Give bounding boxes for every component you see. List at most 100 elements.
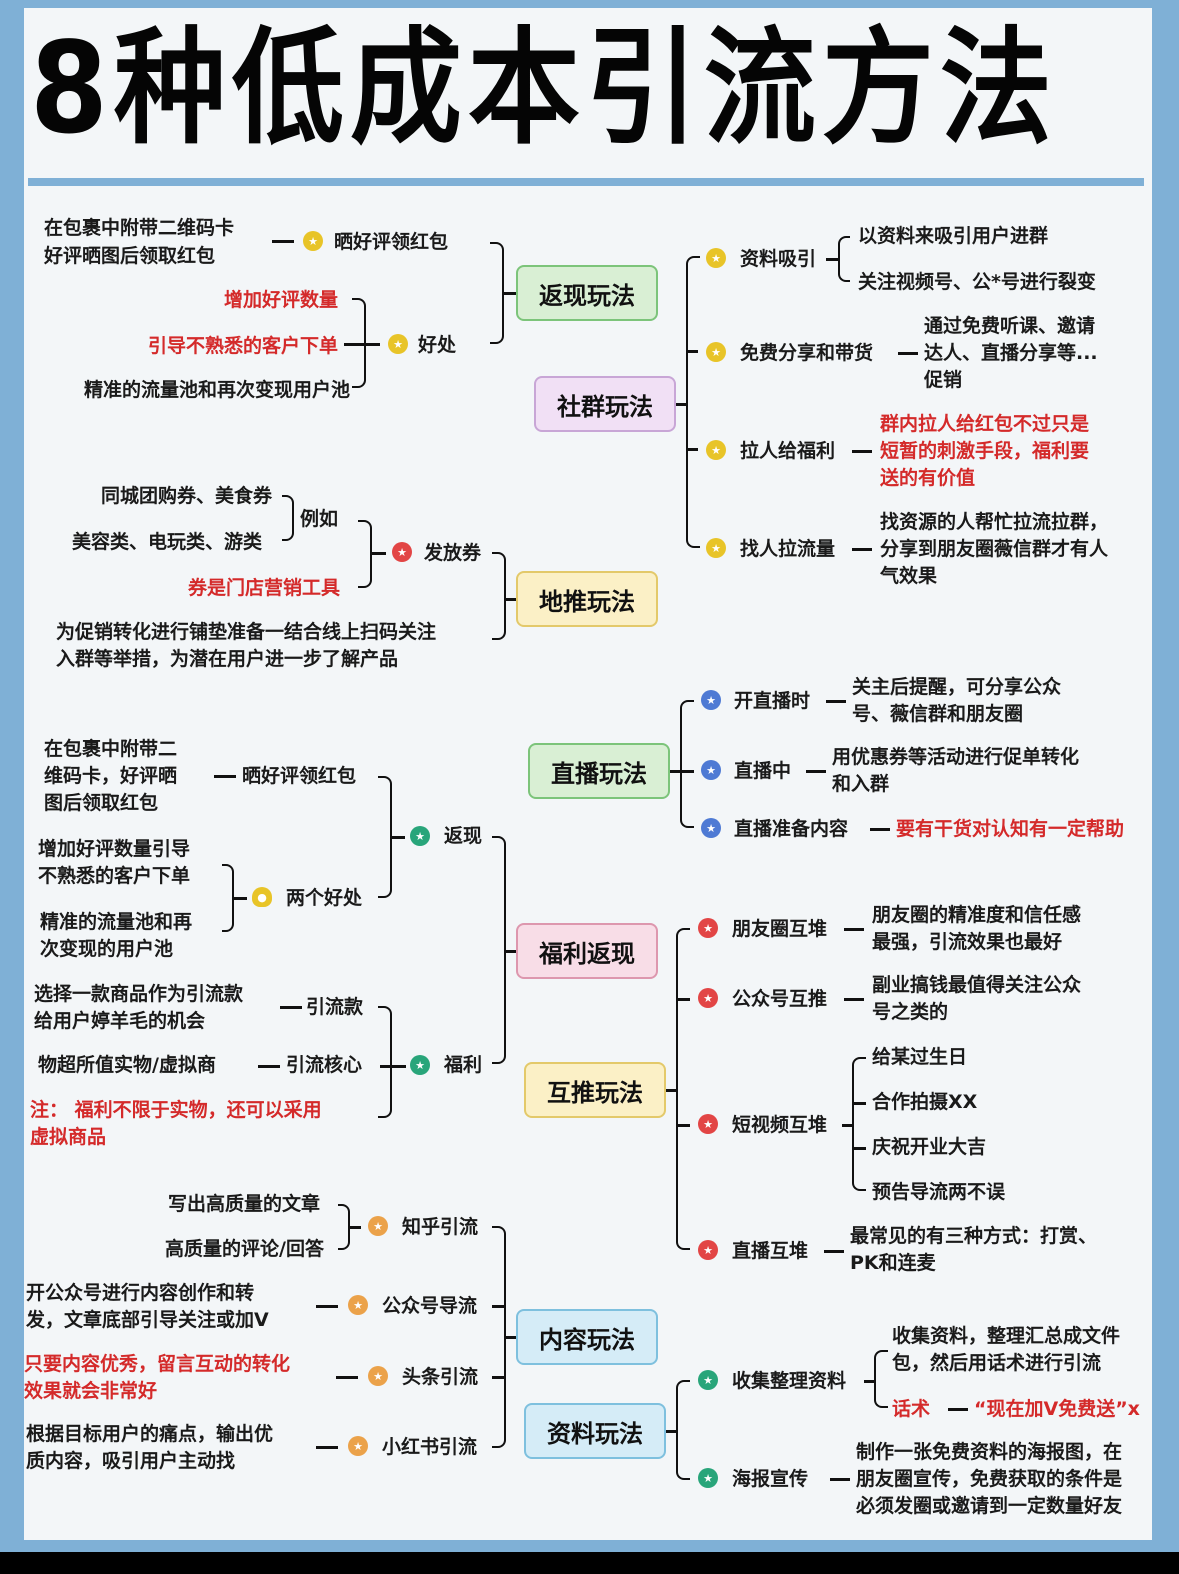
bracket — [838, 236, 850, 282]
category-fanxian[interactable]: 返现玩法 — [516, 265, 658, 321]
hutui-dsp-item-4: 预告导流两不误 — [872, 1181, 1006, 1203]
connector — [670, 770, 682, 773]
fuli-shai-detail-1: 在包裹中附带二 — [44, 738, 178, 760]
star-icon: ★ — [706, 248, 726, 268]
star-icon: ★ — [706, 440, 726, 460]
ziliao-shouji-detail-2: 包，然后用话术进行引流 — [892, 1352, 1102, 1374]
ziliao-shouji-label: 收集整理资料 — [732, 1370, 847, 1392]
neirong-toutiao-detail-1: 只要内容优秀，留言互动的转化 — [24, 1353, 291, 1375]
category-ditui[interactable]: 地推玩法 — [516, 571, 658, 627]
ditui-liru: 例如 — [300, 508, 339, 530]
shequn-ziliao-item-2: 关注视频号、公*号进行裂变 — [858, 271, 1096, 293]
connector — [280, 1006, 302, 1009]
connector — [503, 292, 517, 295]
hutui-pyq-label: 朋友圈互堆 — [732, 918, 828, 940]
fanxian-shai-detail-1: 在包裹中附带二维码卡 — [44, 217, 235, 239]
shequn-laren-label: 拉人给福利 — [740, 440, 836, 462]
connector — [852, 1147, 866, 1150]
neirong-gzh-detail-1: 开公众号进行内容创作和转 — [26, 1282, 255, 1304]
hutui-zb-detail-1: 最常见的有三种方式：打赏、 — [850, 1225, 1098, 1247]
shequn-fenxiang-detail-3: 促销 — [924, 369, 963, 391]
ziliao-haibao-label: 海报宣传 — [732, 1468, 809, 1490]
bracket — [378, 776, 392, 898]
fuli-yinliukuan-label: 引流款 — [306, 996, 364, 1018]
connector — [676, 998, 690, 1001]
ziliao-shouji-detail-1: 收集资料，整理汇总成文件 — [892, 1325, 1121, 1347]
category-fuli[interactable]: 福利返现 — [516, 923, 658, 979]
connector — [826, 258, 838, 261]
fuli-haochu-item-1a: 增加好评数量引导 — [38, 838, 191, 860]
fuli-shai-label: 晒好评领红包 — [242, 765, 357, 787]
ziliao-huashu-label: 话术 — [892, 1398, 931, 1420]
star-icon: ★ — [698, 1114, 718, 1134]
connector — [844, 928, 864, 931]
fuli-shai-detail-2: 维码卡，好评晒 — [44, 765, 178, 787]
ziliao-haibao-detail-1: 制作一张免费资料的海报图，在 — [856, 1441, 1123, 1463]
star-icon: ★ — [410, 826, 430, 846]
connector — [686, 448, 698, 451]
connector — [316, 1446, 338, 1449]
bracket — [874, 1350, 888, 1408]
connector — [344, 343, 380, 346]
connector — [258, 1065, 280, 1068]
shequn-fenxiang-label: 免费分享和带货 — [740, 342, 874, 364]
connector — [492, 1305, 506, 1308]
fuli-shai-detail-3: 图后领取红包 — [44, 792, 159, 814]
connector — [505, 598, 517, 601]
neirong-gzh-label: 公众号导流 — [382, 1295, 478, 1317]
fuli-note-1: 注： 福利不限于实物，还可以采用 — [30, 1099, 322, 1121]
category-ziliao[interactable]: 资料玩法 — [524, 1403, 666, 1459]
fuli-haochu-item-2b: 次变现的用户池 — [40, 938, 174, 960]
star-icon: ★ — [698, 918, 718, 938]
star-icon: ★ — [388, 334, 408, 354]
neirong-toutiao-label: 头条引流 — [402, 1366, 479, 1388]
hutui-dsp-label: 短视频互堆 — [732, 1114, 828, 1136]
shequn-ziliao-label: 资料吸引 — [740, 248, 817, 270]
star-icon: ★ — [368, 1366, 388, 1386]
hutui-pyq-detail-2: 最强，引流效果也最好 — [872, 931, 1063, 953]
zhibo-zhunbei-detail: 要有干货对认知有一定帮助 — [896, 818, 1125, 840]
fuli-note-2: 虚拟商品 — [30, 1126, 107, 1148]
connector — [676, 1124, 690, 1127]
connector — [492, 1376, 506, 1379]
star-icon: ★ — [706, 538, 726, 558]
category-zhibo[interactable]: 直播玩法 — [528, 743, 670, 799]
zhibo-kai-label: 开直播时 — [734, 690, 811, 712]
connector — [686, 350, 698, 353]
star-icon: ★ — [698, 1370, 718, 1390]
category-hutui[interactable]: 互推玩法 — [524, 1062, 666, 1118]
connector — [233, 897, 247, 900]
connector — [826, 700, 846, 703]
connector — [806, 770, 826, 773]
bracket — [282, 495, 294, 541]
connector — [824, 1250, 844, 1253]
fuli-hexin-detail: 物超所值实物/虚拟商 — [38, 1054, 216, 1076]
fanxian-shai-detail-2: 好评晒图后领取红包 — [44, 245, 216, 267]
fanxian-haochu-item-1: 增加好评数量 — [223, 289, 338, 311]
title-divider — [28, 178, 1144, 186]
fanxian-haochu-item-3: 精准的流量池和再次变现用户池 — [83, 379, 350, 401]
star-icon: ★ — [698, 1240, 718, 1260]
hutui-dsp-item-3: 庆祝开业大吉 — [872, 1136, 987, 1158]
star-icon: ★ — [303, 231, 323, 251]
hutui-gzh-label: 公众号互推 — [732, 988, 828, 1010]
shequn-zhaoren-label: 找人拉流量 — [740, 538, 836, 560]
ditui-example-1: 同城团购券、美食券 — [100, 485, 272, 507]
category-neirong[interactable]: 内容玩法 — [516, 1309, 658, 1365]
connector — [505, 1336, 517, 1339]
star-icon: ★ — [348, 1436, 368, 1456]
zhibo-zhong-detail-2: 和入群 — [832, 773, 890, 795]
zhibo-zhong-detail-1: 用优惠券等活动进行促单转化 — [832, 746, 1080, 768]
category-shequn[interactable]: 社群玩法 — [534, 376, 676, 432]
bracket — [492, 552, 506, 640]
neirong-zhihu-label: 知乎引流 — [402, 1216, 479, 1238]
connector — [372, 552, 386, 555]
neirong-zhihu-item-1: 写出高质量的文章 — [167, 1193, 320, 1215]
connector — [852, 548, 872, 551]
fanxian-haochu-item-2: 引导不熟悉的客户下单 — [147, 335, 338, 357]
connector — [852, 1102, 866, 1105]
connector — [830, 1478, 850, 1481]
ziliao-haibao-detail-3: 必须发圈或邀请到一定数量好友 — [856, 1495, 1123, 1517]
fanxian-shai-label: 晒好评领红包 — [334, 231, 449, 253]
neirong-zhihu-item-2: 高质量的评论/回答 — [165, 1238, 324, 1260]
